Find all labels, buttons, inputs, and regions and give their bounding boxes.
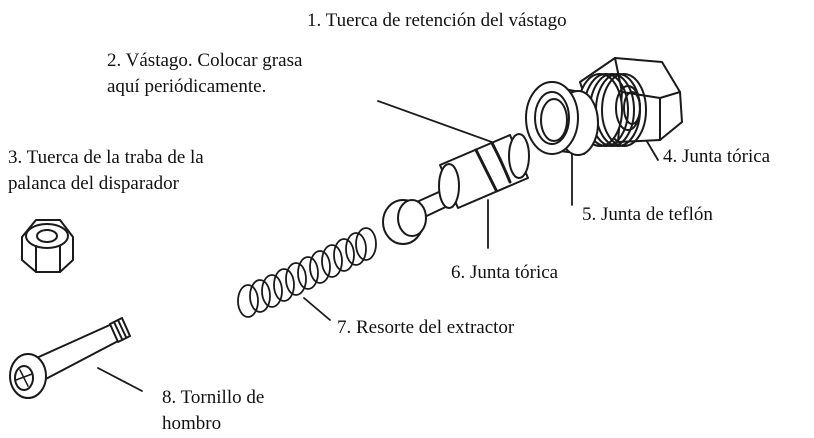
label-teflon-seal: 5. Junta de teflón [582, 204, 713, 225]
label-valve-stem-line2: aquí periódicamente. [107, 76, 267, 97]
extractor-spring-part [237, 227, 377, 318]
teflon-seal-part [525, 81, 599, 156]
leader-line-7 [303, 297, 331, 321]
label-lock-nut-line1: 3. Tuerca de la traba de la [8, 147, 204, 168]
label-extractor-spring: 7. Resorte del extractor [337, 317, 515, 338]
valve-stem-part [382, 133, 530, 245]
leader-line-8 [97, 367, 143, 392]
label-shoulder-screw-line1: 8. Tornillo de [162, 387, 265, 408]
label-o-ring-4: 4. Junta tórica [663, 146, 771, 167]
label-valve-stem-line1: 2. Vástago. Colocar grasa [107, 50, 303, 71]
shoulder-screw-part [9, 317, 131, 399]
label-shoulder-screw-line2: hombro [162, 413, 222, 434]
label-lock-nut-line2: palanca del disparador [8, 173, 179, 194]
label-o-ring-6: 6. Junta tórica [451, 262, 559, 283]
lock-nut-part [21, 219, 74, 273]
o-ring-4-part [623, 91, 641, 125]
label-retention-nut: 1. Tuerca de retención del vástago [307, 10, 567, 31]
